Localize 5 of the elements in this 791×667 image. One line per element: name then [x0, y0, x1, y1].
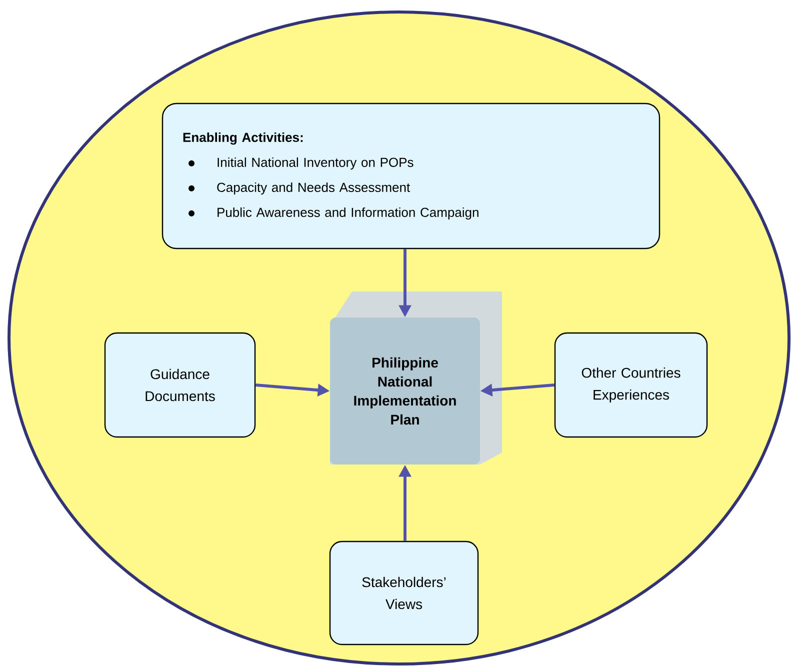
cube-box: Philippine National Implementation Plan: [330, 292, 502, 464]
process-box: Stakeholders’ Views: [329, 540, 479, 646]
list-box: Enabling Activities: Initial National Inventory on POPs Capacity and Needs Assessment Public Awareness and Information Campaign: [162, 102, 660, 250]
process-box: Guidance Documents: [104, 332, 256, 438]
process-box: Other Countries Experiences: [554, 332, 708, 438]
